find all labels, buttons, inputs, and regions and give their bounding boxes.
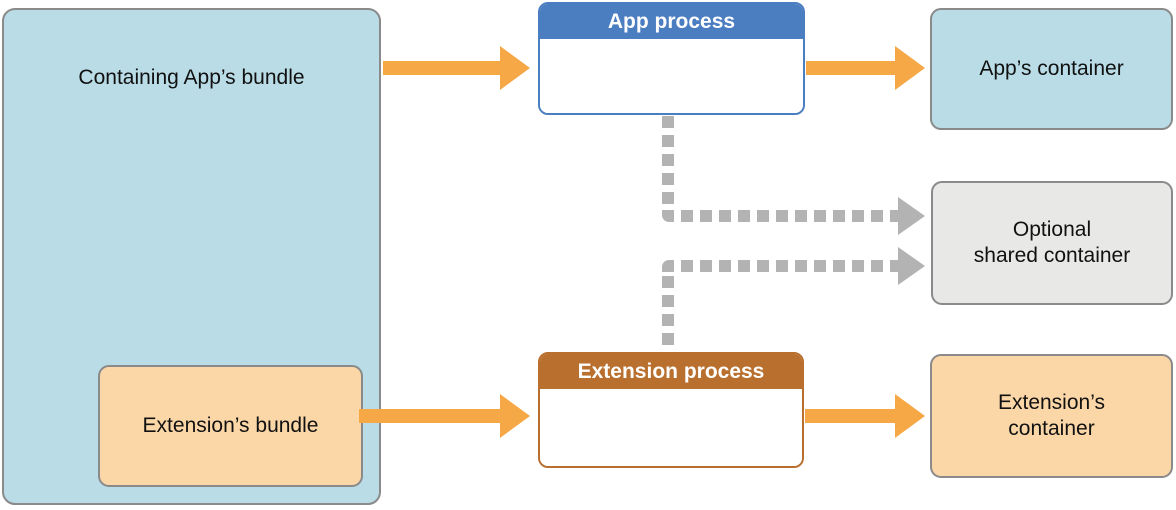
extension-bundle-box: Extension’s bundle — [98, 365, 363, 487]
dashed-segment-vertical — [662, 276, 674, 350]
app-process-header: App process — [540, 4, 803, 39]
extension-container-label: Extension’s container — [997, 390, 1105, 440]
dashed-segment-horizontal — [681, 210, 898, 222]
arrow-head-icon — [898, 197, 925, 235]
arrow-head-icon — [895, 46, 925, 90]
dashed-segment-vertical — [662, 116, 674, 206]
dashed-corner — [662, 260, 674, 272]
arrow-head-icon — [500, 46, 530, 90]
shared-container-box: Optional shared container — [931, 181, 1173, 305]
arrow-head-icon — [500, 394, 530, 438]
app-container-box: App’s container — [930, 8, 1173, 130]
shared-container-label: Optional shared container — [973, 217, 1131, 267]
app-container-label: App’s container — [979, 56, 1124, 80]
arrow-shaft — [359, 409, 502, 423]
containing-app-bundle-box: Containing App’s bundle Extension’s bund… — [2, 8, 381, 505]
arrow-shaft — [383, 61, 502, 75]
dashed-corner — [662, 210, 674, 222]
extension-process-header: Extension process — [540, 354, 802, 389]
arrow-shaft — [805, 409, 898, 423]
arrow-head-icon — [895, 394, 925, 438]
app-process-body — [540, 39, 803, 113]
extension-process-body — [540, 389, 802, 466]
arrow-head-icon — [898, 247, 925, 285]
dashed-segment-horizontal — [681, 260, 898, 272]
arrow-shaft — [806, 61, 898, 75]
extension-process-box: Extension process — [538, 352, 804, 468]
extension-container-box: Extension’s container — [930, 354, 1173, 478]
extension-bundle-label: Extension’s bundle — [142, 413, 319, 437]
app-process-box: App process — [538, 2, 805, 115]
containing-app-bundle-label: Containing App’s bundle — [78, 66, 305, 89]
